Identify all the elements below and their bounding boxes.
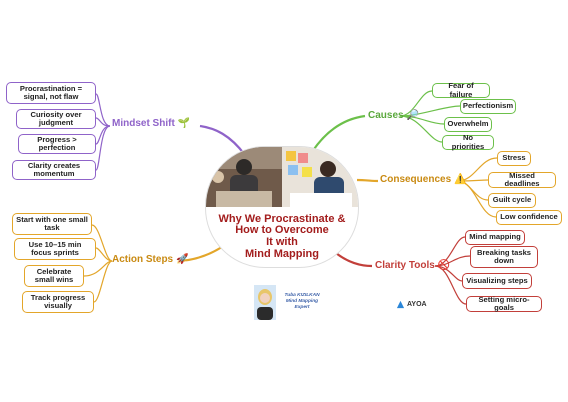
node-missed-deadlines[interactable]: Missed deadlines xyxy=(488,171,556,188)
branch-consequences[interactable]: Consequences ⚠️ xyxy=(380,174,467,185)
node-fear-of-failure[interactable]: Fear of failure xyxy=(432,81,490,98)
branch-label: Consequences xyxy=(380,174,452,185)
central-title-line: Mind Mapping xyxy=(245,247,319,260)
central-title-line: How to Overcome xyxy=(235,224,329,237)
node-start-small-task[interactable]: Start with one small task xyxy=(12,213,92,235)
branch-label: Clarity Tools xyxy=(375,260,435,271)
expert-name: Tuba KIZILKAN xyxy=(284,293,320,298)
branch-label: Mindset Shift xyxy=(112,118,175,129)
node-visualizing-steps[interactable]: Visualizing steps xyxy=(462,273,532,289)
central-topic[interactable]: Why We Procrastinate & How to Overcome I… xyxy=(205,146,359,268)
node-breaking-tasks[interactable]: Breaking tasks down xyxy=(470,246,538,268)
seedling-icon: 🌱 xyxy=(177,118,191,129)
node-celebrate-wins[interactable]: Celebrate small wins xyxy=(24,265,84,287)
branch-clarity-tools[interactable]: Clarity Tools 🚫 xyxy=(375,260,450,271)
connector-causes xyxy=(311,114,366,153)
central-title-line: Why We Procrastinate & xyxy=(218,212,346,225)
node-progress[interactable]: Progress > perfection xyxy=(18,134,96,154)
central-title-line: It with xyxy=(266,236,298,248)
node-procrastination-signal[interactable]: Procrastination = signal, not flaw xyxy=(6,82,96,104)
magnifier-icon: 🔎 xyxy=(406,110,420,121)
node-micro-goals[interactable]: Setting micro-goals xyxy=(466,295,542,312)
node-overwhelm[interactable]: Overwhelm xyxy=(444,117,492,132)
node-stress[interactable]: Stress xyxy=(497,151,531,166)
expert-role: Mind Mapping Expert xyxy=(285,298,319,310)
branch-causes[interactable]: Causes 🔎 xyxy=(368,110,419,121)
expert-badge: Tuba KIZILKAN Mind Mapping Expert xyxy=(254,285,324,320)
ayoa-logo: AYOA xyxy=(396,300,427,309)
branch-action-steps[interactable]: Action Steps 🚀 xyxy=(112,254,189,265)
node-mind-mapping[interactable]: Mind mapping xyxy=(465,230,525,245)
node-guilt-cycle[interactable]: Guilt cycle xyxy=(488,193,536,208)
rocket-icon: 🚀 xyxy=(176,254,189,265)
warning-icon: ⚠️ xyxy=(454,174,467,185)
no-entry-icon: 🚫 xyxy=(437,260,451,271)
node-no-priorities[interactable]: No priorities xyxy=(442,133,494,150)
node-perfectionism[interactable]: Perfectionism xyxy=(460,99,516,114)
node-focus-sprints[interactable]: Use 10–15 min focus sprints xyxy=(14,238,96,260)
branch-label: Causes xyxy=(368,110,404,121)
people-working-photo-right xyxy=(282,147,358,207)
branch-label: Action Steps xyxy=(112,254,174,265)
branch-mindset-shift[interactable]: Mindset Shift 🌱 xyxy=(112,118,190,129)
node-clarity-momentum[interactable]: Clarity creates momentum xyxy=(12,160,96,180)
expert-photo xyxy=(254,285,276,320)
ayoa-mark-icon xyxy=(396,300,405,309)
central-topic-title: Why We Procrastinate & How to Overcome I… xyxy=(206,207,358,267)
ayoa-wordmark: AYOA xyxy=(407,301,427,308)
node-low-confidence[interactable]: Low confidence xyxy=(496,210,562,225)
node-curiosity[interactable]: Curiosity over judgment xyxy=(16,109,96,129)
node-track-progress[interactable]: Track progress visually xyxy=(22,291,94,313)
connector-consequences xyxy=(356,178,379,183)
people-working-photo-left xyxy=(206,147,282,207)
